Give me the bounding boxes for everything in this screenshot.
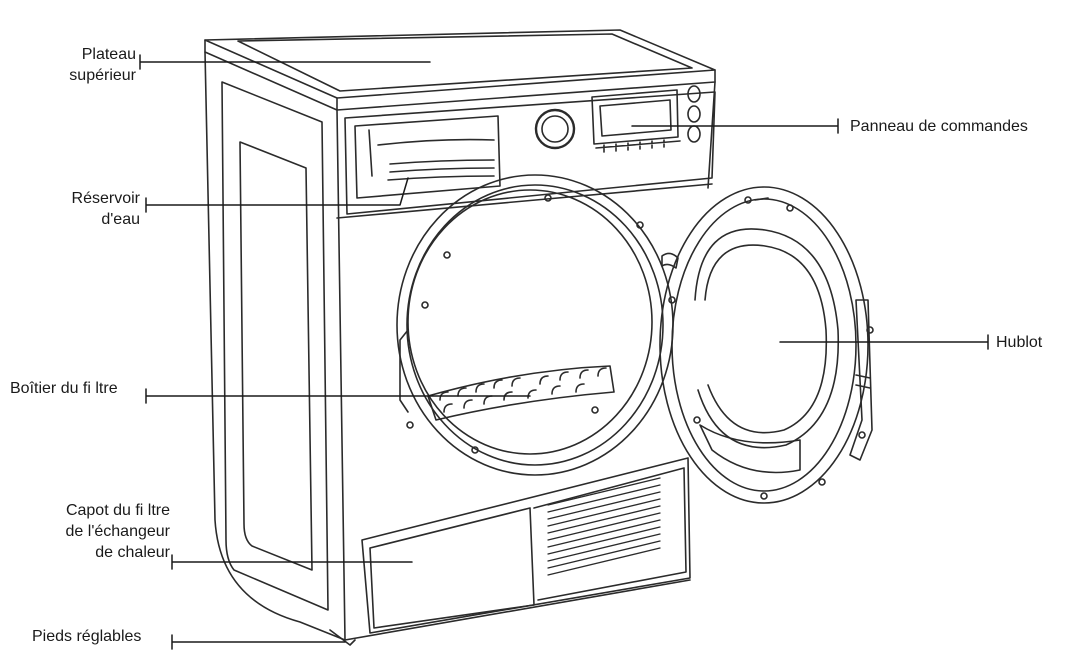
program-knob [534,108,576,150]
door-opening [396,174,679,476]
top-plate [204,29,716,111]
open-door [659,186,874,504]
leader-capot [171,554,413,570]
control-strip [336,91,716,219]
leader-filtre [145,388,531,404]
leader-plateau [139,54,431,70]
water-tank [354,115,501,199]
vent-grille [547,477,661,576]
leader-panneau [631,118,839,134]
label-pieds: Pieds réglables [32,628,142,645]
display-panel [591,85,701,153]
leader-lines [139,54,989,650]
leader-hublot [779,334,989,350]
label-filtre: Boîtier du fi ltre [10,380,118,397]
leader-reservoir [145,177,409,213]
leader-pieds [171,634,346,650]
filter-housing [427,365,615,421]
adjustable-feet [329,629,356,646]
filter-cover [361,457,691,634]
label-panneau: Panneau de commandes [850,118,1028,135]
label-hublot: Hublot [996,334,1043,351]
